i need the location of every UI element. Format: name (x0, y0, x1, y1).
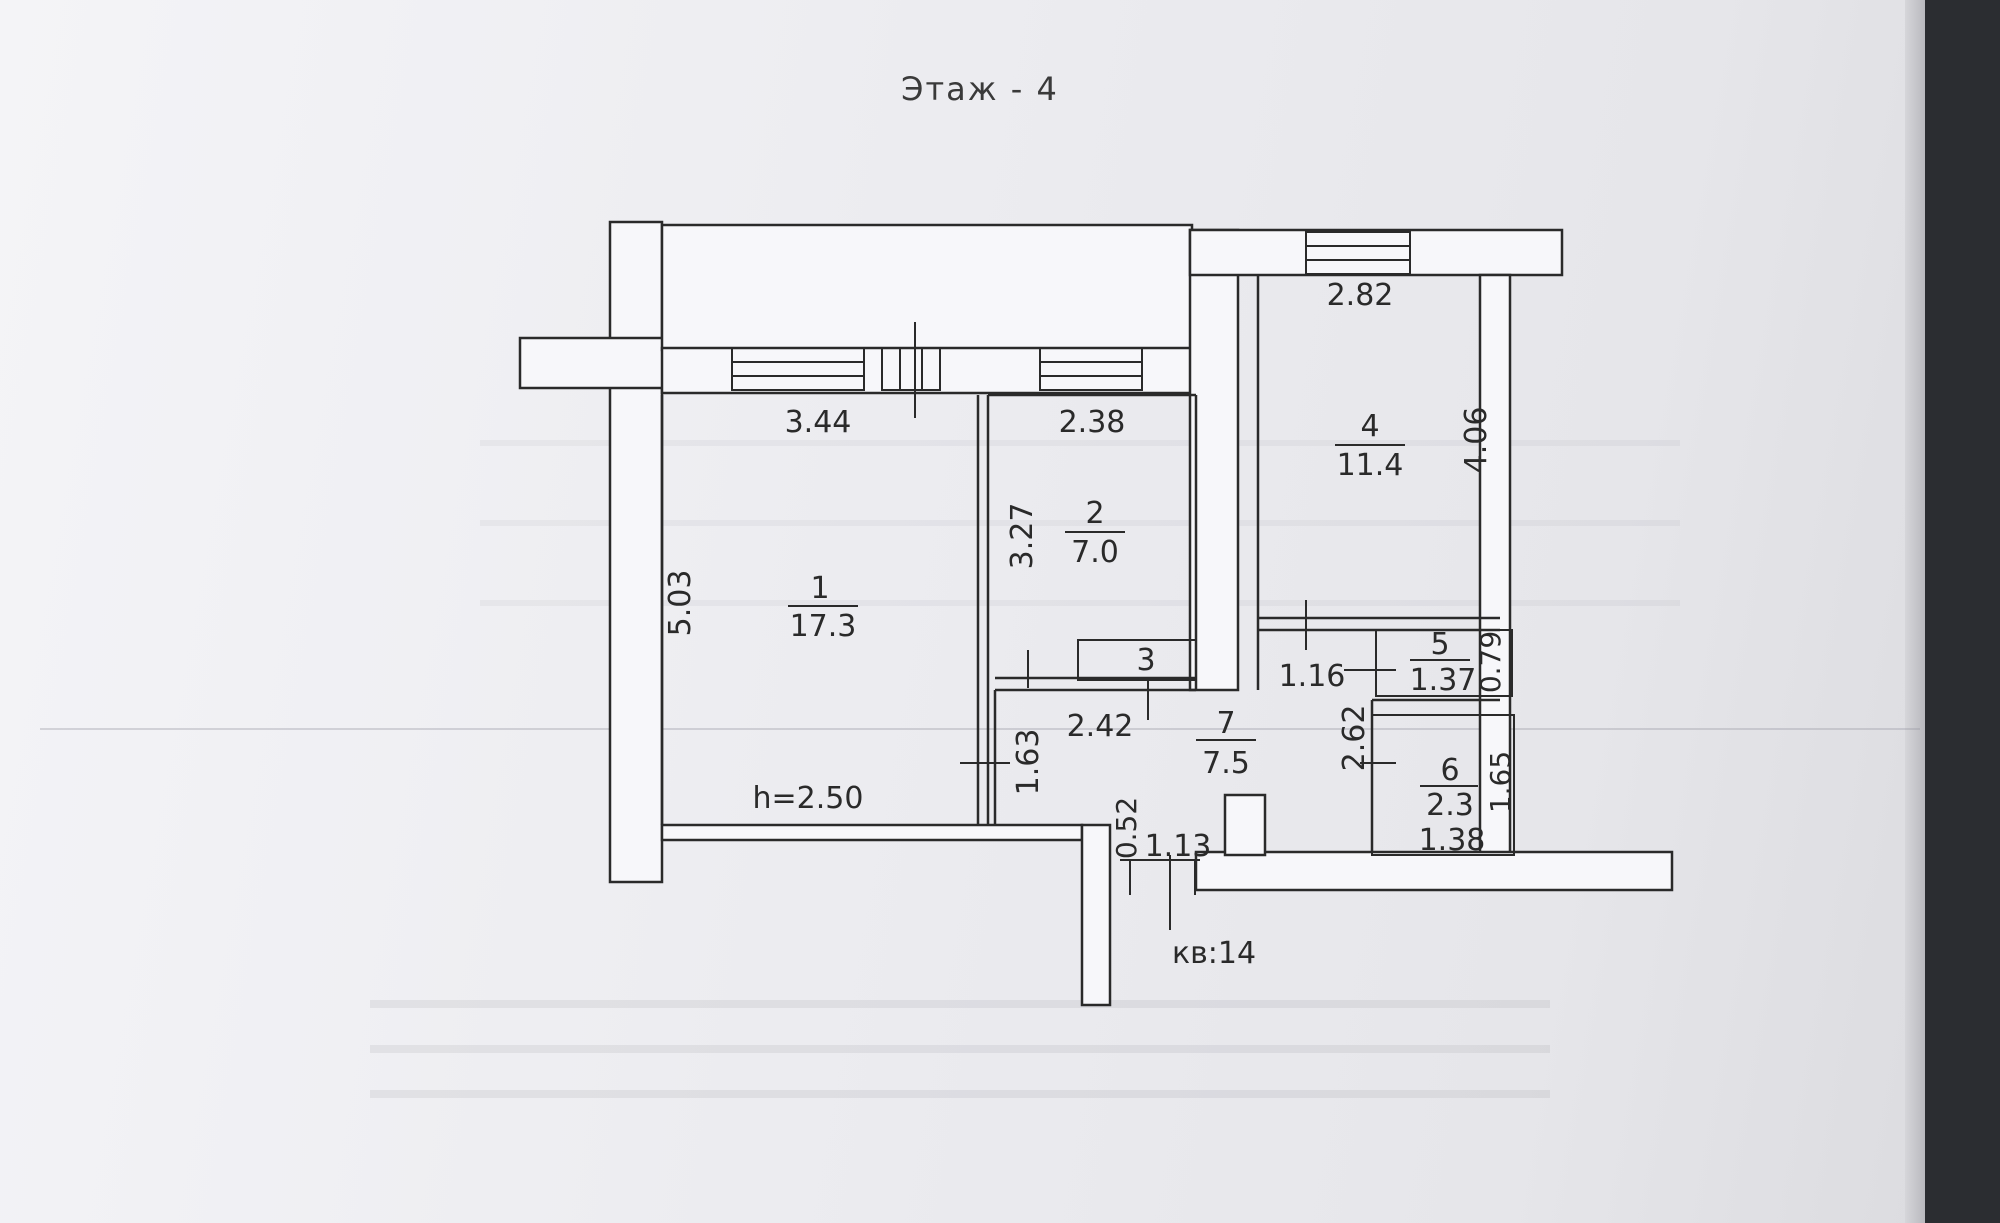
paper-fold-line (40, 728, 1920, 730)
dim-room1-length: 5.03 (663, 570, 698, 637)
room-6-label: 6 2.3 (1420, 753, 1478, 823)
dimension-labels: 3.44 5.03 2.38 3.27 2.82 4.06 1.16 0.79 … (663, 278, 1517, 971)
wall-bottom-room1 (660, 823, 1084, 842)
room-4-label: 4 11.4 (1335, 409, 1405, 483)
room-5-number: 5 (1430, 627, 1449, 662)
wall-left (608, 220, 664, 884)
room-labels: 1 17.3 2 7.0 3 4 11.4 5 1.37 6 (788, 409, 1478, 823)
room-1-area: 17.3 (790, 609, 857, 644)
dim-room6-length: 1.65 (1484, 751, 1517, 813)
dim-corridor-length: 1.63 (1011, 729, 1046, 796)
floor-title: Этаж - 4 (901, 70, 1059, 108)
dim-hall-length: 2.62 (1337, 705, 1372, 772)
wall-top-right (1188, 228, 1564, 277)
wall-bottom-right (1194, 850, 1674, 892)
dim-entry-length: 0.52 (1110, 797, 1143, 859)
partitions (660, 275, 1515, 930)
room-1-number: 1 (810, 571, 829, 606)
room-5-area: 1.37 (1410, 663, 1477, 698)
paper-edge (1905, 0, 1925, 1223)
dim-room2-width: 2.38 (1059, 405, 1126, 440)
room-1-label: 1 17.3 (788, 571, 858, 644)
dim-room4-width: 2.82 (1327, 278, 1394, 313)
wall-right (1478, 273, 1512, 857)
wall-left-stub (518, 336, 667, 390)
room-5-label: 5 1.37 (1410, 627, 1477, 698)
dim-room6-width: 1.38 (1419, 823, 1486, 858)
room-4-area: 11.4 (1337, 448, 1404, 483)
room-2-label: 2 7.0 (1065, 496, 1125, 570)
dim-entry-width: 1.13 (1145, 829, 1212, 864)
wall-pier (1188, 228, 1240, 692)
room-2-number: 2 (1085, 496, 1104, 531)
paper-sheet (0, 0, 1925, 1223)
room-7-number: 7 (1216, 706, 1235, 741)
background-text-texture (370, 440, 1680, 1098)
ceiling-height: h=2.50 (753, 781, 864, 816)
room-3-number: 3 (1136, 643, 1155, 678)
room-7-area: 7.5 (1202, 746, 1250, 781)
room-7-label: 7 7.5 (1196, 706, 1256, 781)
wall-entry-left (1080, 823, 1112, 1007)
dim-room1-width: 3.44 (785, 405, 852, 440)
apartment-label: кв:14 (1172, 936, 1256, 971)
dim-room2-length: 3.27 (1005, 503, 1040, 570)
room-2-area: 7.0 (1071, 535, 1119, 570)
room-6-area: 2.3 (1426, 788, 1474, 823)
room-4-number: 4 (1360, 409, 1379, 444)
dim-room5-length: 0.79 (1474, 631, 1507, 693)
balcony-left (660, 223, 1194, 352)
wall-entry-right (1223, 793, 1267, 857)
dim-hall-width: 2.42 (1067, 709, 1134, 744)
dim-room5-width: 1.16 (1279, 659, 1346, 694)
windows (731, 231, 1411, 418)
dim-room4-length: 4.06 (1459, 407, 1494, 474)
room-6-number: 6 (1440, 753, 1459, 788)
